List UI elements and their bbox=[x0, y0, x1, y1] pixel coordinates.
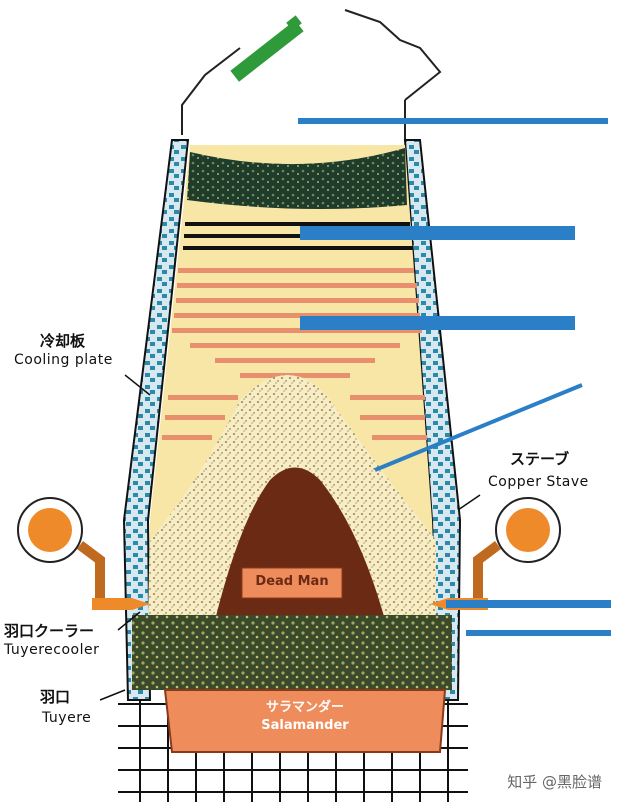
tuyere-cooler-en: Tuyerecooler bbox=[4, 642, 100, 658]
dead-man-label-box bbox=[241, 567, 343, 599]
top-coke-layers bbox=[183, 148, 413, 250]
salamander-pool bbox=[163, 689, 447, 753]
cooling-plate-ja: 冷却板 bbox=[40, 332, 86, 350]
salamander-ja: サラマンダー bbox=[265, 700, 344, 715]
cooling-plate-en: Cooling plate bbox=[14, 352, 113, 368]
green-charging-bar bbox=[230, 20, 304, 82]
ore-stripes bbox=[162, 268, 427, 440]
leader-lines bbox=[99, 374, 481, 701]
copper-stave-ja: ステーブ bbox=[510, 450, 570, 468]
tuyere-cooler-ja: 羽口クーラー bbox=[4, 622, 95, 640]
stave-pointer-pipe bbox=[374, 383, 583, 472]
salamander-en: Salamander bbox=[261, 718, 349, 733]
cooling-pipes bbox=[298, 118, 611, 636]
dead-man-en: Dead Man bbox=[255, 574, 329, 589]
tuyere-ja: 羽口 bbox=[40, 688, 71, 706]
watermark: 知乎 @黑脸谱 bbox=[507, 773, 602, 791]
tuyere-en: Tuyere bbox=[42, 710, 92, 726]
left-tuyere-assembly bbox=[17, 497, 150, 610]
dead-man-ja: 炉心 bbox=[278, 552, 305, 567]
copper-stave-en: Copper Stave bbox=[488, 474, 589, 490]
left-wall-lining bbox=[122, 139, 190, 701]
hearth-coke-bed bbox=[132, 615, 452, 690]
